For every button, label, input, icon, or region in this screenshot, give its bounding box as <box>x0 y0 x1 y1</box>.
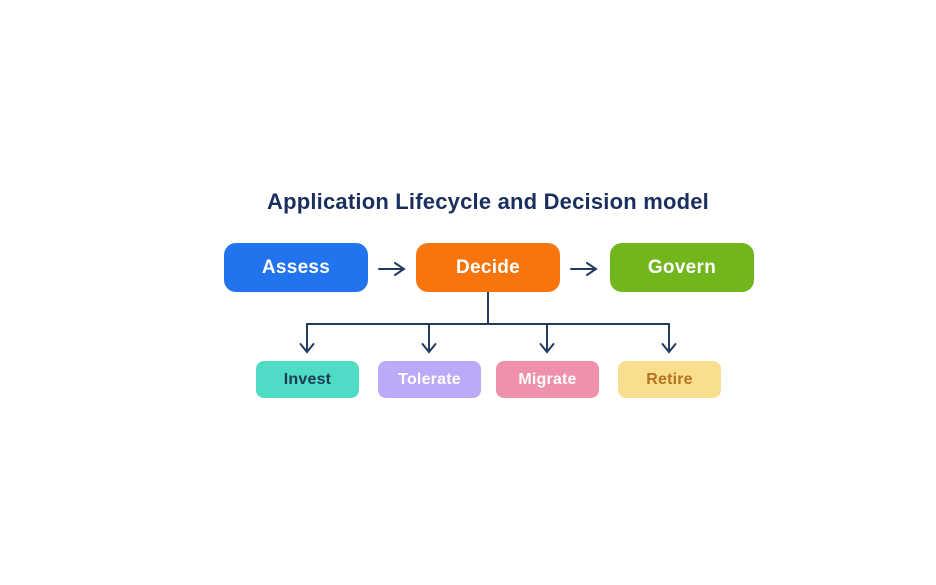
decision-box-retire: Retire <box>618 361 721 398</box>
decision-box-invest: Invest <box>256 361 359 398</box>
decision-box-migrate: Migrate <box>496 361 599 398</box>
stage-box-decide: Decide <box>416 243 560 292</box>
stage-box-govern: Govern <box>610 243 754 292</box>
diagram-title: Application Lifecycle and Decision model <box>267 189 709 214</box>
arrow-decide-to-govern <box>570 262 598 276</box>
decision-box-tolerate: Tolerate <box>378 361 481 398</box>
decision-branch-tree <box>299 291 677 354</box>
stage-box-assess: Assess <box>224 243 368 292</box>
arrow-assess-to-decide <box>378 262 406 276</box>
